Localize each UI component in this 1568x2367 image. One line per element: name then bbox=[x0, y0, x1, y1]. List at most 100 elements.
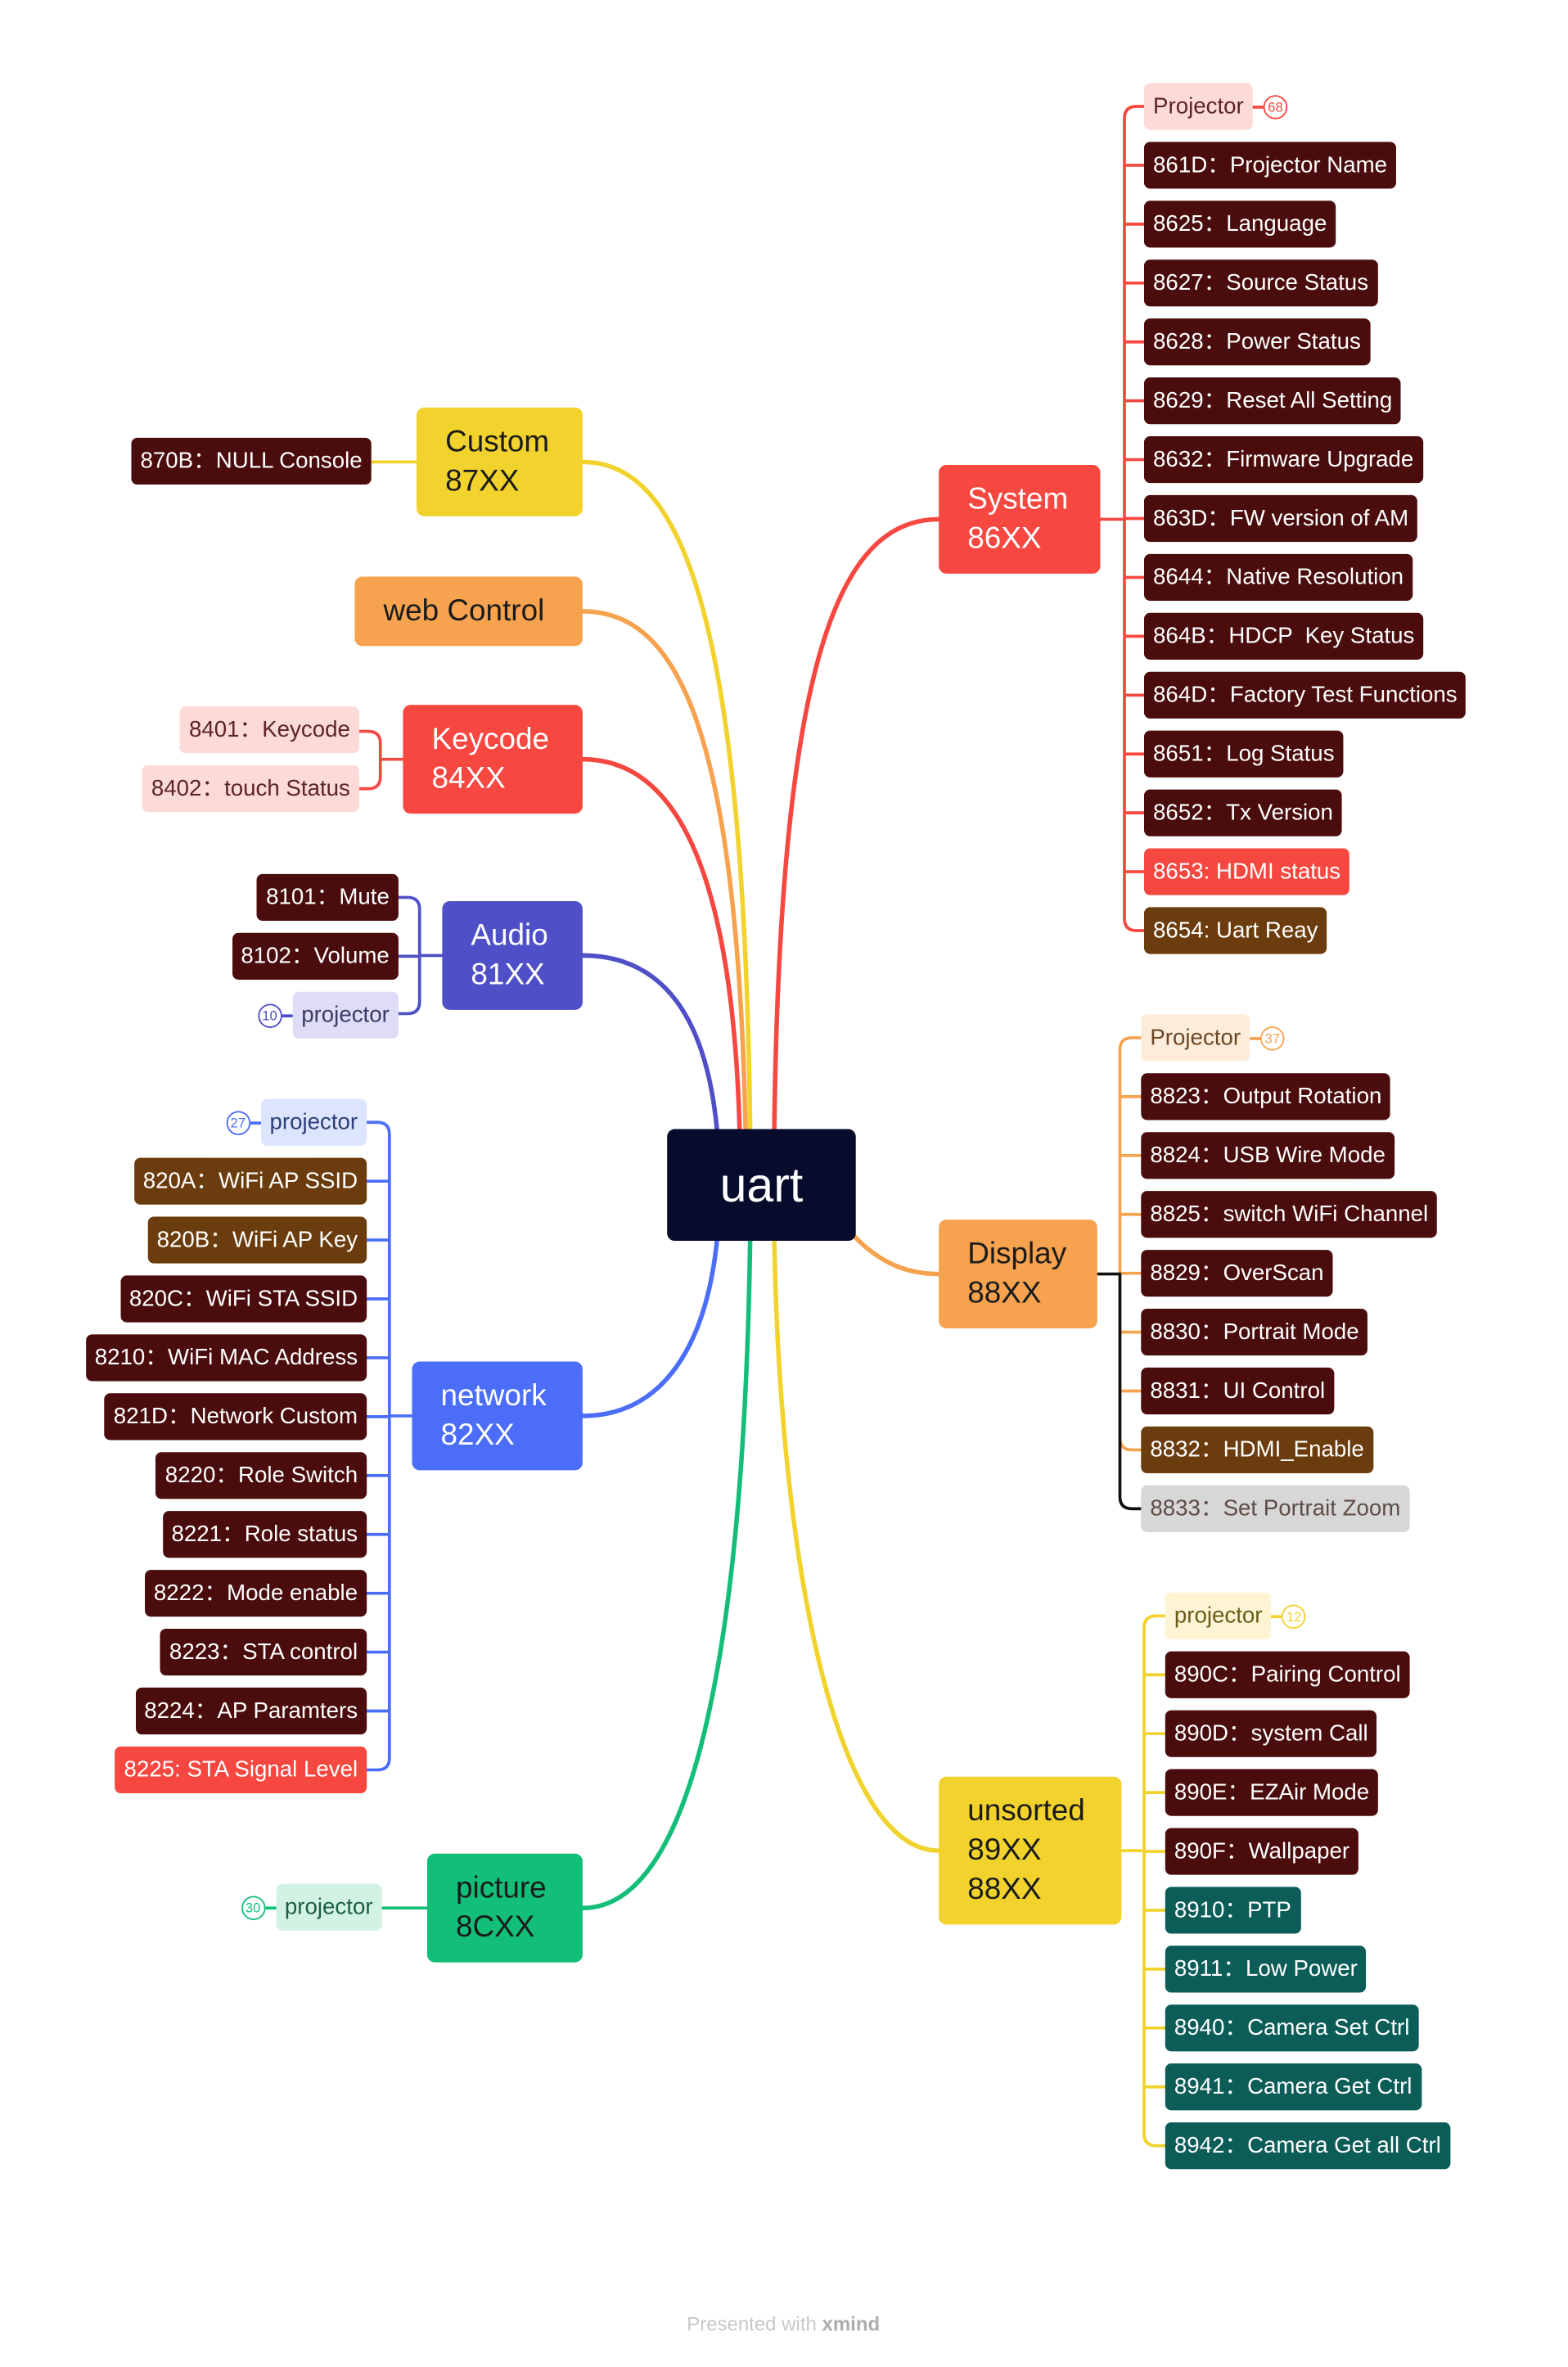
display-item[interactable]: 8831：UI Control bbox=[1141, 1367, 1335, 1415]
display-item[interactable]: 8833：Set Portrait Zoom bbox=[1141, 1485, 1410, 1532]
network-item[interactable]: 8225: STA Signal Level bbox=[115, 1746, 367, 1794]
subconnector-unsorted bbox=[1120, 1614, 1167, 2148]
group-label[interactable]: Projector bbox=[1141, 1014, 1250, 1062]
display-item[interactable]: 8823：Output Rotation bbox=[1141, 1073, 1391, 1120]
subconnector-keycode bbox=[358, 729, 405, 791]
connector-network bbox=[580, 1238, 719, 1418]
connector-display bbox=[850, 1232, 941, 1277]
subconnector-network bbox=[365, 1120, 414, 1772]
connector-picture bbox=[580, 1238, 753, 1910]
topic-web-control[interactable]: web Control bbox=[354, 576, 583, 647]
network-item[interactable]: 8210：WiFi MAC Address bbox=[85, 1334, 367, 1382]
system-item[interactable]: 8644：Native Resolution bbox=[1143, 553, 1413, 602]
central-topic[interactable]: uart bbox=[667, 1129, 856, 1242]
system-item[interactable]: 864D：Factory Test Functions bbox=[1143, 671, 1467, 719]
unsorted-item[interactable]: 890E：EZAir Mode bbox=[1165, 1769, 1379, 1816]
display-item[interactable]: 8825：switch WiFi Channel bbox=[1141, 1191, 1438, 1238]
unsorted-item[interactable]: 890F：Wallpaper bbox=[1165, 1828, 1359, 1875]
unsorted-item[interactable]: 8911：Low Power bbox=[1165, 1945, 1367, 1993]
xmind-logo-text: xmind bbox=[822, 2312, 881, 2336]
topic-code: 88XX bbox=[967, 1277, 1042, 1310]
badge-connector bbox=[1252, 105, 1264, 108]
network-item[interactable]: 820A：WiFi AP SSID bbox=[133, 1157, 367, 1205]
display-projector-group: Projector 37 bbox=[1141, 1014, 1285, 1062]
topic-custom[interactable]: Custom 87XX bbox=[417, 407, 583, 516]
system-item[interactable]: 8625：Language bbox=[1143, 201, 1336, 248]
topic-system[interactable]: System 86XX bbox=[939, 465, 1101, 574]
topic-code: 87XX bbox=[445, 465, 520, 498]
connector-custom bbox=[580, 459, 753, 1132]
collapsed-count-badge[interactable]: 30 bbox=[241, 1895, 265, 1920]
system-item[interactable]: 863D：FW version of AM bbox=[1143, 494, 1418, 543]
unsorted-item[interactable]: 890C：Pairing Control bbox=[1165, 1651, 1410, 1698]
system-item[interactable]: 861D：Projector Name bbox=[1143, 142, 1397, 189]
presented-with-footer: Presented with xmind bbox=[0, 2312, 1566, 2335]
unsorted-item[interactable]: 8910：PTP bbox=[1165, 1887, 1300, 1934]
topic-code: 81XX bbox=[471, 958, 545, 992]
system-item[interactable]: 8628：Power Status bbox=[1143, 318, 1370, 366]
topic-title: Custom bbox=[445, 426, 550, 459]
topic-picture[interactable]: picture 8CXX bbox=[426, 1853, 583, 1963]
system-item[interactable]: 864B：HDCP Key Status bbox=[1143, 612, 1424, 660]
custom-item[interactable]: 870B：NULL Console bbox=[131, 437, 372, 485]
subconnector-display bbox=[1118, 1036, 1143, 1452]
network-item[interactable]: 8223：STA control bbox=[160, 1628, 367, 1676]
unsorted-item[interactable]: 8941：Camera Get Ctrl bbox=[1165, 2063, 1422, 2111]
group-label[interactable]: Projector bbox=[1143, 83, 1253, 130]
unsorted-item[interactable]: 8942：Camera Get all Ctrl bbox=[1165, 2122, 1450, 2170]
collapsed-count-badge[interactable]: 27 bbox=[225, 1110, 250, 1134]
collapsed-count-badge[interactable]: 68 bbox=[1263, 94, 1288, 119]
topic-code: 88XX bbox=[967, 1873, 1042, 1907]
topic-unsorted[interactable]: unsorted 89XX 88XX bbox=[939, 1776, 1122, 1925]
network-item[interactable]: 820C：WiFi STA SSID bbox=[119, 1275, 367, 1323]
collapsed-count-badge[interactable]: 10 bbox=[257, 1003, 282, 1028]
network-item[interactable]: 8224：AP Paramters bbox=[135, 1687, 367, 1735]
keycode-item[interactable]: 8402：touch Status bbox=[142, 765, 359, 813]
system-item[interactable]: 8627：Source Status bbox=[1143, 259, 1378, 307]
unsorted-projector-group: projector 12 bbox=[1165, 1592, 1306, 1639]
system-item[interactable]: 8632：Firmware Upgrade bbox=[1143, 436, 1423, 484]
topic-code: 84XX bbox=[431, 762, 506, 796]
group-label[interactable]: projector bbox=[1165, 1592, 1272, 1639]
group-label[interactable]: projector bbox=[260, 1098, 367, 1146]
topic-network[interactable]: network 82XX bbox=[412, 1361, 583, 1471]
connector-web-control bbox=[580, 609, 748, 1132]
badge-connector bbox=[264, 1905, 276, 1909]
subconnector-system bbox=[1098, 105, 1146, 932]
system-item[interactable]: 8653: HDMI status bbox=[1143, 848, 1350, 895]
unsorted-item[interactable]: 890D：system Call bbox=[1165, 1710, 1377, 1757]
topic-title: unsorted bbox=[967, 1794, 1085, 1828]
connector-unsorted bbox=[772, 1238, 941, 1853]
system-item[interactable]: 8654: Uart Reay bbox=[1143, 907, 1327, 954]
system-item[interactable]: 8629：Reset All Setting bbox=[1143, 377, 1402, 425]
display-item[interactable]: 8824：USB Wire Mode bbox=[1141, 1132, 1395, 1179]
audio-item[interactable]: 8102：Volume bbox=[232, 932, 399, 980]
network-item[interactable]: 8220：Role Switch bbox=[155, 1452, 367, 1499]
group-label[interactable]: projector bbox=[275, 1883, 382, 1931]
badge-connector bbox=[1250, 1036, 1261, 1039]
unsorted-item[interactable]: 8940：Camera Set Ctrl bbox=[1165, 2004, 1419, 2052]
display-item[interactable]: 8830：Portrait Mode bbox=[1141, 1309, 1368, 1356]
network-item[interactable]: 8221：Role status bbox=[162, 1511, 367, 1558]
topic-title: picture bbox=[455, 1871, 547, 1905]
collapsed-count-badge[interactable]: 37 bbox=[1260, 1026, 1285, 1050]
network-item[interactable]: 821D：Network Custom bbox=[104, 1393, 367, 1440]
topic-keycode[interactable]: Keycode 84XX bbox=[403, 705, 583, 814]
audio-item[interactable]: 8101：Mute bbox=[257, 873, 399, 922]
badge-connector bbox=[250, 1120, 261, 1125]
system-item[interactable]: 8652：Tx Version bbox=[1143, 789, 1343, 836]
display-item[interactable]: 8832：HDMI_Enable bbox=[1141, 1426, 1373, 1474]
topic-audio[interactable]: Audio 81XX bbox=[442, 901, 583, 1010]
collapsed-count-badge[interactable]: 12 bbox=[1282, 1603, 1306, 1629]
network-item[interactable]: 820B：WiFi AP Key bbox=[147, 1216, 367, 1264]
system-item[interactable]: 8651：Log Status bbox=[1143, 730, 1344, 778]
network-item[interactable]: 8222：Mode enable bbox=[144, 1570, 367, 1617]
topic-code: 86XX bbox=[967, 522, 1042, 556]
keycode-item[interactable]: 8401：Keycode bbox=[179, 706, 359, 754]
display-item[interactable]: 8829：OverScan bbox=[1141, 1250, 1333, 1297]
group-label[interactable]: projector bbox=[292, 991, 399, 1039]
network-projector-group: 27 projector bbox=[225, 1098, 367, 1146]
topic-display[interactable]: Display 88XX bbox=[939, 1220, 1097, 1328]
